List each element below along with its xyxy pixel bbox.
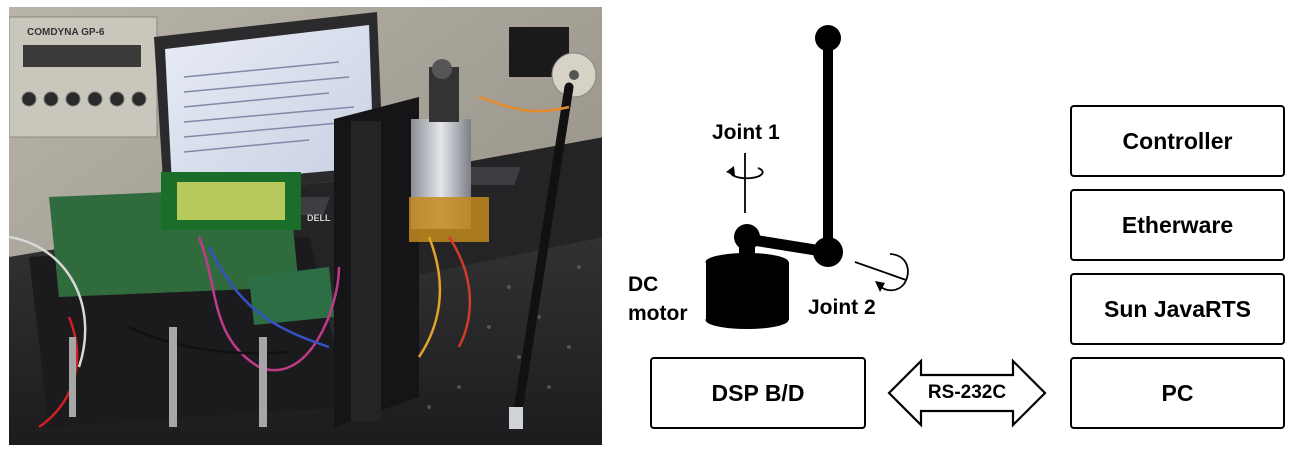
pendulum-tip: [815, 25, 841, 51]
joint2-axis: [854, 261, 907, 281]
pendulum-schematic: [705, 25, 909, 329]
dc-motor-photo: [409, 59, 489, 242]
panel-brand-text: COMDYNA GP-6: [27, 27, 105, 38]
comdyna-panel: COMDYNA GP-6: [9, 16, 158, 138]
pendulum-rod: [512, 82, 574, 422]
joint2-hub: [813, 237, 843, 267]
joint1-label: Joint 1: [712, 121, 780, 144]
sun-javarts-box: Sun JavaRTS: [1070, 273, 1285, 345]
joint1-rotation-icon: [729, 167, 764, 180]
laptop-brand-text: DELL: [307, 213, 331, 223]
joint2-label: Joint 2: [808, 296, 876, 319]
etherware-box: Etherware: [1070, 189, 1285, 261]
dsp-board-box: DSP B/D: [650, 357, 866, 429]
joint2-rotation-icon: [879, 253, 909, 292]
pc-box: PC: [1070, 357, 1285, 429]
dc-motor-body: [706, 262, 789, 320]
dc-motor-bottom: [705, 311, 789, 329]
controller-box: Controller: [1070, 105, 1285, 177]
lcd-display: [161, 172, 301, 230]
rs232c-link-arrow: [887, 358, 1047, 428]
dc-motor-label-line2: motor: [628, 302, 688, 325]
dc-motor-label-line1: DC: [628, 273, 659, 296]
encoder-photo: [509, 27, 597, 98]
rs232c-label: RS-232C: [927, 382, 1007, 403]
system-diagram: Joint 1 Joint 2 DC motor Controller Ethe…: [600, 0, 1299, 455]
setup-photo: COMDYNA GP-6 DELL: [9, 7, 602, 445]
